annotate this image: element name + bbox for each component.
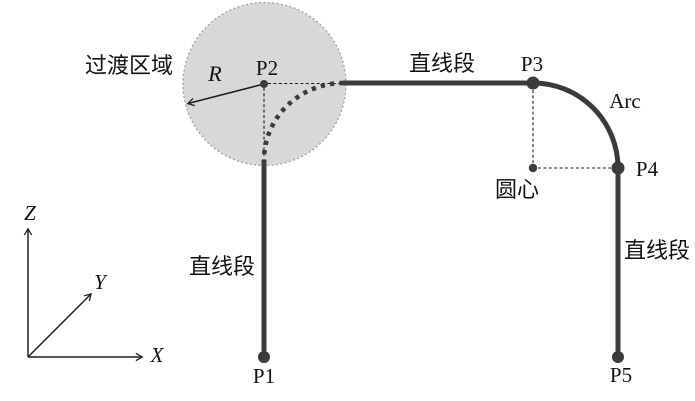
arc-p3-p4 <box>532 80 621 169</box>
waypoint-dots <box>258 76 625 363</box>
radius-arrow <box>186 83 263 107</box>
segment-right-label: 直线段 <box>624 238 690 263</box>
axis-z-label: Z <box>24 201 36 225</box>
axis-y-arrow <box>27 292 93 358</box>
point-p1-label: P1 <box>253 364 275 388</box>
arc-center-label: 圆心 <box>495 177 539 202</box>
point-p2 <box>260 80 268 88</box>
point-arc-center <box>528 163 538 173</box>
segment-top-label: 直线段 <box>409 51 475 76</box>
point-p4 <box>611 161 625 175</box>
point-p2-label: P2 <box>256 56 278 80</box>
trajectory-path <box>261 80 621 357</box>
segment-left-label: 直线段 <box>189 254 255 279</box>
axis-x-label: X <box>150 343 165 367</box>
transition-zone-label: 过渡区域 <box>85 53 173 78</box>
point-p1 <box>258 351 270 363</box>
point-p4-label: P4 <box>636 157 659 181</box>
radius-label: R <box>207 61 222 86</box>
labels: 过渡区域 R P2 直线段 P3 Arc P4 圆心 直线段 P1 直线段 P5… <box>24 51 690 388</box>
point-p3-label: P3 <box>521 52 543 76</box>
point-p3 <box>526 76 540 90</box>
axes-triad <box>23 227 144 362</box>
point-p5-label: P5 <box>610 363 632 387</box>
arc-label: Arc <box>609 89 640 113</box>
axis-y-label: Y <box>94 270 108 294</box>
transition-arc-dotted <box>261 80 344 161</box>
point-p5 <box>612 351 624 363</box>
